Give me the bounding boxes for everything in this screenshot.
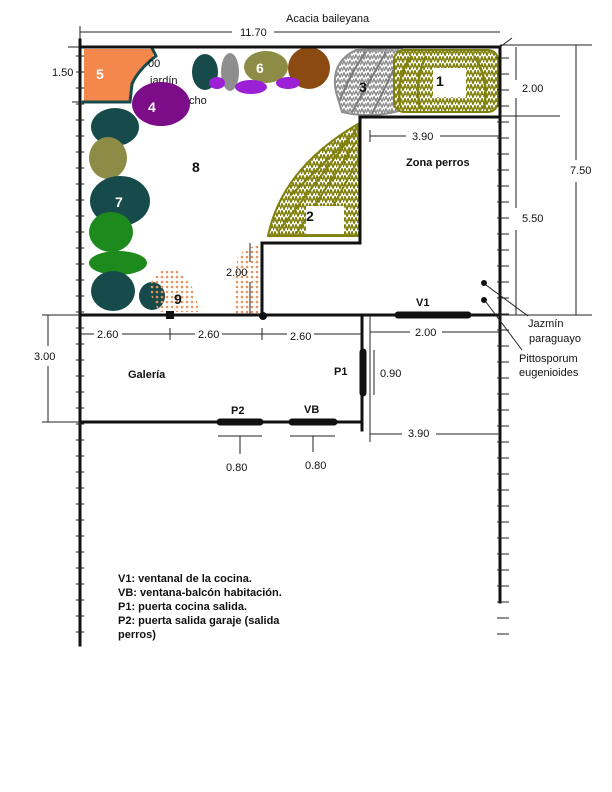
flower-violet-3 [276,77,300,89]
plant-1-number: 1 [436,73,444,89]
gallery-label: Galería [128,369,166,381]
plant-1-leaf-strokes [398,55,487,109]
segment-a-label: 2.60 [97,329,118,341]
segment-b-label: 2.60 [198,329,219,341]
acacia-label: Acacia baileyana [286,13,370,25]
plant-9-bed-right [234,245,264,316]
plant-6-shrub [244,51,288,83]
v1-span-label: 2.00 [415,327,436,339]
total-depth-label: 7.50 [570,165,591,177]
shrub-left-green-1 [89,212,133,252]
plant-5-number: 5 [96,66,104,82]
plant-9-number: 9 [174,291,182,307]
jasmine-leader [485,284,529,317]
p2-width-label: 0.80 [226,462,247,474]
plant-2-label-box [306,206,344,234]
legend-item: VB: ventana-balcón habitación. [118,587,282,599]
shrub-left-3 [91,271,135,311]
jasmine-label-1: Jazmín [528,318,563,330]
house-line-marker [166,311,174,319]
shrub-left-1 [91,108,139,146]
corner-mark [499,37,513,48]
acacia-tree [288,47,330,89]
plant-4-shrub [132,82,190,126]
plant-3-number: 3 [359,79,367,95]
right-fragment-label: cho [189,95,207,107]
legend-item: P1: puerta cocina salida. [118,601,247,613]
top-fragment-label: 00 [148,58,160,70]
plant-4-number: 4 [148,99,156,115]
plant-2-leaf-strokes [277,129,359,235]
legend-item: perros) [118,629,156,641]
plant-5-border [82,47,158,104]
segment-c-label: 2.60 [290,331,311,343]
plant-9-bed-left [150,268,198,312]
dog-zone-width-label: 3.90 [412,131,433,143]
legend-item: P2: puerta salida garaje (salida [118,615,280,627]
pittosporum-label-2: eugenioides [519,367,579,379]
legend-item: V1: ventanal de la cocina. [118,573,252,585]
flower-violet-2 [235,80,267,94]
house-line-dot [259,312,267,320]
pittosporum-plant [481,297,487,303]
p1-width-label: 0.90 [380,368,401,380]
vb-label: VB [304,404,319,416]
jasmine-plant [481,280,487,286]
pittosporum-leader [485,301,523,351]
left-ruler-ticks [76,55,84,633]
legend: V1: ventanal de la cocina. VB: ventana-b… [118,573,282,641]
flower-violet-1 [209,77,225,89]
jasmine-label-2: paraguayo [529,333,581,345]
v1-label: V1 [416,297,429,309]
p1-label: P1 [334,366,347,378]
plant-8-number: 8 [192,159,200,175]
p2-label: P2 [231,405,244,417]
top-left-depth-label: 1.50 [52,67,73,79]
right-ruler-ticks [497,57,509,635]
dog-zone-label: Zona perros [406,157,470,169]
plant-7-number: 7 [115,194,123,210]
pittosporum-label-1: Pittosporum [519,353,578,365]
step-depth-label: 2.00 [226,267,247,279]
plant-5-bed [84,49,154,101]
shrub-grey-top [221,53,239,91]
gallery-depth-label: 3.00 [34,351,55,363]
shrub-left-green-2 [89,251,147,275]
lower-width-label: 3.90 [408,428,429,440]
dog-zone-depth-label: 5.50 [522,213,543,225]
shrub-left-2 [89,137,127,179]
plant-1-label-box [433,68,466,97]
total-width-label: 11.70 [240,27,267,39]
vb-width-label: 0.80 [305,460,326,472]
plant-2-number: 2 [306,208,314,224]
right-top-depth-label: 2.00 [522,83,543,95]
plant-6-number: 6 [256,60,264,76]
